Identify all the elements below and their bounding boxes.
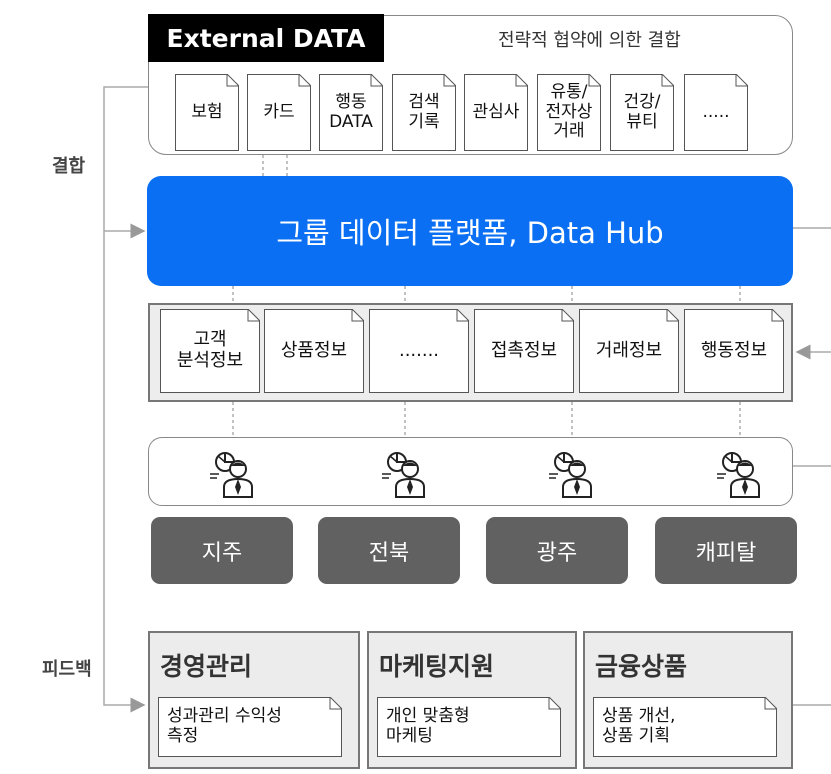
analyst-person-icon bbox=[210, 452, 253, 498]
feedback-title-2: 금융상품 bbox=[595, 652, 688, 681]
page-fold-icon bbox=[456, 309, 469, 322]
affiliate-box-3: 캐피탈 bbox=[655, 517, 797, 584]
external-item-6-label: 건강/뷰티 bbox=[610, 74, 674, 151]
page-fold-icon bbox=[370, 74, 383, 87]
analyst-person-icon bbox=[382, 452, 425, 498]
info-item-1: 상품정보 bbox=[264, 309, 364, 393]
data-hub: 그룹 데이터 플랫폼, Data Hub bbox=[147, 176, 793, 286]
external-item-0-label: 보험 bbox=[175, 74, 239, 151]
feedback-note-2-label: 상품 개선,상품 기획 bbox=[593, 697, 777, 757]
page-fold-icon bbox=[548, 697, 561, 710]
page-fold-icon bbox=[515, 74, 528, 87]
page-fold-icon bbox=[588, 74, 601, 87]
info-item-1-label: 상품정보 bbox=[264, 309, 364, 393]
external-item-0: 보험 bbox=[175, 74, 239, 151]
feedback-title-1: 마케팅지원 bbox=[379, 652, 495, 681]
external-item-4: 관심사 bbox=[464, 74, 528, 151]
page-fold-icon bbox=[351, 309, 364, 322]
combine-label: 결합 bbox=[52, 156, 86, 177]
external-item-6: 건강/뷰티 bbox=[610, 74, 674, 151]
external-item-1-label: 카드 bbox=[247, 74, 311, 151]
analyst-person-icon bbox=[717, 452, 760, 498]
feedback-title-0: 경영관리 bbox=[160, 652, 253, 681]
page-fold-icon bbox=[735, 74, 748, 87]
info-item-3: 접촉정보 bbox=[474, 309, 574, 393]
external-item-7-label: ..... bbox=[684, 74, 748, 151]
page-fold-icon bbox=[561, 309, 574, 322]
page-fold-icon bbox=[771, 309, 784, 322]
external-item-1: 카드 bbox=[247, 74, 311, 151]
affiliate-box-2: 광주 bbox=[486, 517, 628, 584]
external-item-7: ..... bbox=[684, 74, 748, 151]
page-fold-icon bbox=[443, 74, 456, 87]
info-item-5: 행동정보 bbox=[684, 309, 784, 393]
feedback-note-2: 상품 개선,상품 기획 bbox=[593, 697, 777, 757]
analyst-person-icon bbox=[549, 452, 592, 498]
page-fold-icon bbox=[666, 309, 679, 322]
page-fold-icon bbox=[226, 74, 239, 87]
info-item-4: 거래정보 bbox=[579, 309, 679, 393]
external-data-title: External DATA bbox=[148, 14, 384, 62]
feedback-label: 피드백 bbox=[42, 659, 92, 680]
affiliate-box-1: 전북 bbox=[318, 517, 460, 584]
page-fold-icon bbox=[661, 74, 674, 87]
info-item-5-label: 행동정보 bbox=[684, 309, 784, 393]
page-fold-icon bbox=[329, 697, 342, 710]
analyst-panel bbox=[148, 437, 793, 506]
data-hub-label: 그룹 데이터 플랫폼, Data Hub bbox=[276, 216, 664, 250]
info-item-3-label: 접촉정보 bbox=[474, 309, 574, 393]
external-item-4-label: 관심사 bbox=[464, 74, 528, 151]
info-item-2: ....... bbox=[369, 309, 469, 393]
page-fold-icon bbox=[247, 309, 260, 322]
page-fold-icon bbox=[764, 697, 777, 710]
info-item-4-label: 거래정보 bbox=[579, 309, 679, 393]
external-data-subtitle: 전략적 협약에 의한 결합 bbox=[498, 30, 681, 51]
affiliate-box-0: 지주 bbox=[151, 517, 293, 584]
info-item-2-label: ....... bbox=[369, 309, 469, 393]
page-fold-icon bbox=[298, 74, 311, 87]
